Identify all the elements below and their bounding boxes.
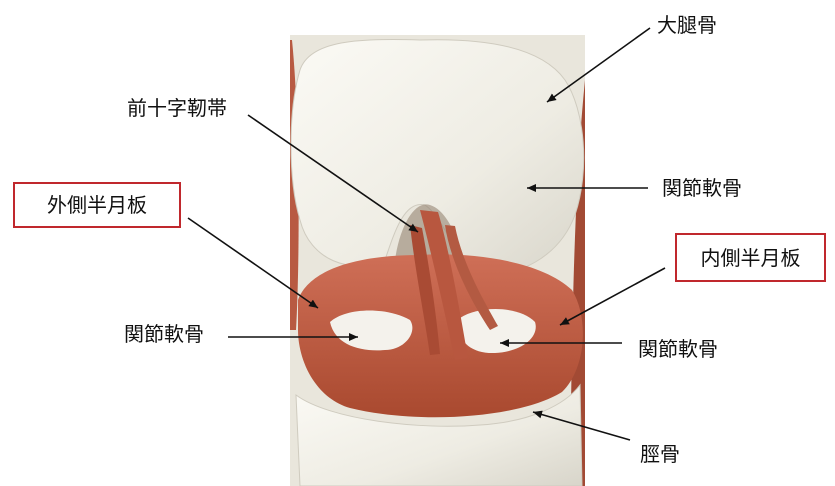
knee-photo — [290, 35, 585, 486]
label-tibia: 脛骨 — [640, 444, 680, 464]
label-medial-meniscus: 内側半月板 — [701, 248, 801, 268]
label-cartilage-femoral: 関節軟骨 — [662, 178, 742, 198]
label-acl: 前十字靭帯 — [127, 98, 227, 118]
label-medial-meniscus-box: 内側半月板 — [675, 233, 826, 282]
label-femur: 大腿骨 — [657, 15, 717, 35]
label-lateral-meniscus: 外側半月板 — [47, 195, 147, 215]
label-cartilage-lateral: 関節軟骨 — [124, 324, 204, 344]
label-lateral-meniscus-box: 外側半月板 — [13, 182, 181, 228]
label-cartilage-medial: 関節軟骨 — [638, 339, 718, 359]
